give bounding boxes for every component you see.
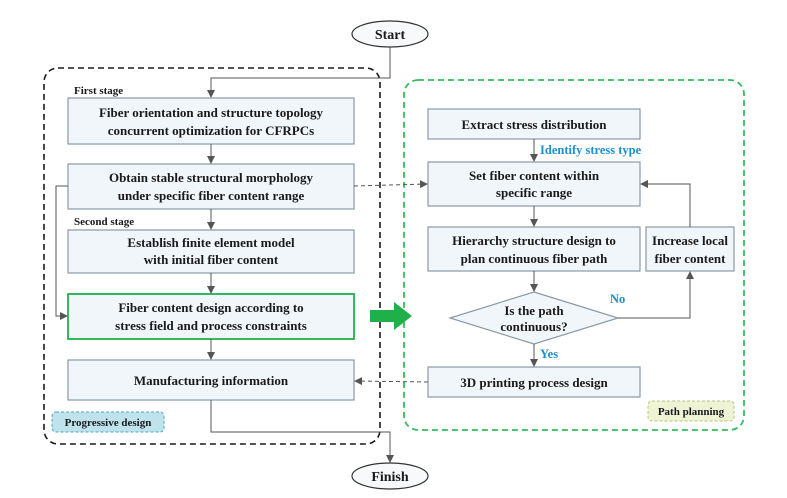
finish-terminal [351,462,429,490]
left-box-morphology-line2: under specific fiber content range [118,188,305,203]
first-stage-label: First stage [74,85,123,97]
right-box-increase-fiber-line2: fiber content [655,251,727,266]
right-box-set-fiber-content-line1: Set fiber content within [469,168,600,183]
path-planning-frame [403,79,745,431]
right-box-hierarchy-design-line1: Hierarchy structure design to [452,233,616,248]
decision-path-continuous [447,291,621,345]
right-box-increase-fiber-line1: Increase local [652,233,728,248]
arrow-box5-to-finish [210,400,394,463]
left-box-manufacturing-text: Manufacturing information [134,373,289,388]
left-box-fiber-content-design-line1: Fiber content design according to [118,300,303,315]
arrow-printing-to-manufacturing-dashed [354,377,429,386]
progressive-design-tag-text: Progressive design [65,417,152,429]
progressive-design-frame [43,67,381,445]
left-box-optimization-line1: Fiber orientation and structure topology [99,105,324,120]
right-box-hierarchy-design [427,226,641,272]
left-box-fem-model-line1: Establish finite element model [127,235,295,250]
left-box-fiber-content-design [67,293,355,340]
identify-stress-label: Identify stress type [540,143,642,157]
no-label: No [610,292,625,306]
left-box-optimization-line2: concurrent optimization for CFRPCs [108,123,314,138]
right-box-3d-printing-text: 3D printing process design [460,375,608,390]
path-planning-tag [647,400,735,422]
left-box-fiber-content-design-line2: stress field and process constraints [115,318,307,333]
right-box-3d-printing [427,366,641,398]
left-box-optimization [67,97,355,145]
arrow-start-into-box1 [207,47,391,98]
right-box-set-fiber-content-line2: specific range [496,185,572,200]
right-box-hierarchy-design-line2: plan continuous fiber path [461,251,609,266]
second-stage-label: Second stage [74,216,134,228]
left-box-fem-model-line2: with initial fiber content [144,252,279,267]
decision-line2: continuous? [500,319,567,334]
progressive-design-tag [51,411,165,433]
right-box-increase-fiber [645,226,735,272]
start-label: Start [375,28,406,43]
right-box-extract-stress-text: Extract stress distribution [462,117,608,132]
arrow-increase-to-set [640,180,691,227]
finish-label: Finish [371,470,409,485]
arrow-decision-no-to-increase [618,271,694,319]
arrow-morphology-to-set-dashed [353,180,428,189]
decision-line1: Is the path [504,303,564,318]
left-box-morphology [67,163,355,210]
green-flow-arrow [370,302,412,330]
right-box-extract-stress [427,108,641,140]
path-planning-tag-text: Path planning [658,406,725,418]
yes-label: Yes [540,347,558,361]
arrow-box2-side-to-box4 [55,185,68,320]
left-box-morphology-line1: Obtain stable structural morphology [109,170,314,185]
